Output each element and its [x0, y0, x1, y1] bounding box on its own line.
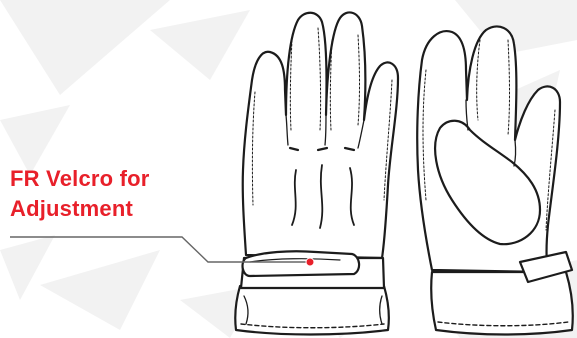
velcro-feature-label: FR Velcro for Adjustment — [10, 164, 200, 224]
callout-line-1: FR Velcro for — [10, 164, 200, 194]
velcro-marker-dot — [306, 258, 314, 266]
right-glove — [417, 26, 573, 334]
left-glove — [235, 12, 398, 334]
callout-line-2: Adjustment — [10, 194, 200, 224]
